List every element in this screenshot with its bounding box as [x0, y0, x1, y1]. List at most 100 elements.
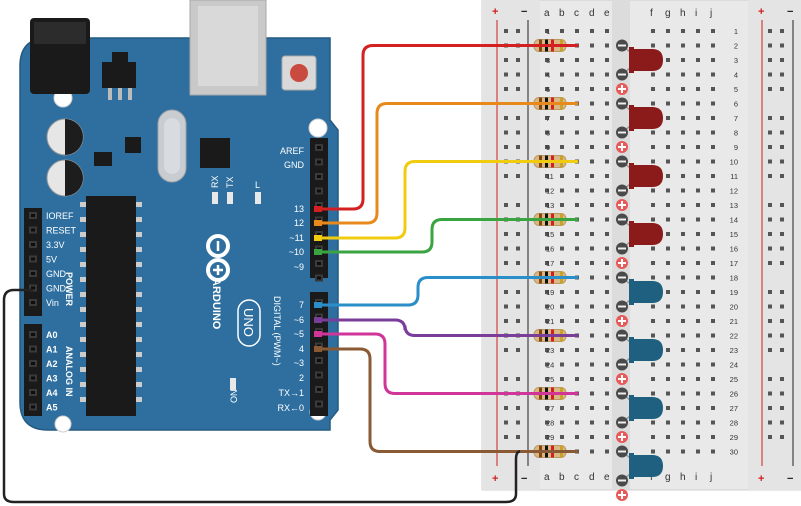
row-number: 20: [730, 303, 738, 312]
rail-minus-right: −: [787, 6, 793, 18]
analog-pin-label: A0: [46, 330, 58, 340]
row-number: 19: [546, 288, 554, 297]
digital-pin-label: ~10: [289, 247, 304, 257]
anode-marker: [616, 141, 628, 153]
jumper-wire: [317, 218, 579, 254]
jumper-wire: [317, 102, 579, 225]
column-label: a: [544, 8, 550, 19]
svg-text:−: −: [521, 473, 527, 485]
column-label: h: [680, 8, 686, 19]
cathode-marker: [616, 329, 628, 342]
arduino-board: RX TX L ON ARDUINO UNO DIGITAL (PWM~) PO…: [19, 0, 339, 433]
power-pin-label: 3.3V: [46, 240, 65, 250]
row-number: 1: [734, 27, 738, 36]
row-number: 21: [730, 317, 738, 326]
svg-text:−: −: [787, 473, 793, 485]
power-pin-label: GND: [46, 269, 67, 279]
red-led: [621, 102, 663, 134]
analog-pin-label: A5: [46, 403, 58, 413]
column-label: g: [665, 472, 671, 483]
row-number: 25: [546, 375, 554, 384]
row-number: 28: [730, 419, 738, 428]
jumper-wires: [2, 44, 579, 504]
row-number: 4: [734, 71, 738, 80]
digital-pin-label: ~6: [294, 315, 304, 325]
cathode-marker: [616, 97, 628, 110]
svg-text:+: +: [758, 473, 764, 485]
power-header-title: POWER: [64, 272, 74, 307]
digital-pin-label: ~9: [294, 262, 304, 272]
column-label: f: [650, 8, 653, 19]
jumper-wire: [317, 332, 579, 395]
row-number: 7: [734, 114, 738, 123]
analog-pin-label: A4: [46, 388, 58, 398]
jumper-wire: [317, 347, 579, 453]
row-number: 16: [730, 245, 738, 254]
row-number: 3: [546, 56, 550, 65]
row-number: 23: [546, 346, 554, 355]
row-number: 16: [546, 245, 554, 254]
anode-marker: [616, 373, 628, 385]
digital-pin-label: 12: [294, 218, 304, 228]
atmega-chip: [80, 196, 142, 416]
row-number: 15: [546, 230, 554, 239]
row-number: 3: [734, 56, 738, 65]
row-number: 12: [546, 187, 554, 196]
row-number: 29: [730, 433, 738, 442]
anode-marker: [616, 431, 628, 443]
digital-pin-label: GND: [284, 160, 305, 170]
row-number: 20: [546, 303, 554, 312]
jumper-wire: [317, 276, 579, 307]
column-label: d: [589, 8, 595, 19]
cathode-marker: [616, 300, 628, 313]
cathode-marker: [616, 271, 628, 284]
led-l-label: L: [255, 180, 260, 190]
anode-marker: [616, 489, 628, 501]
row-number: 18: [730, 274, 738, 283]
row-number: 13: [546, 201, 554, 210]
row-number: 27: [546, 404, 554, 413]
jumper-wire: [317, 44, 579, 211]
cathode-marker: [616, 387, 628, 400]
power-pin-label: GND: [46, 284, 67, 294]
jumper-wire: [317, 318, 579, 337]
row-number: 27: [730, 404, 738, 413]
digital-pin-label: RX←0: [277, 403, 304, 413]
cathode-marker: [616, 416, 628, 429]
row-number: 9: [546, 143, 550, 152]
cathode-marker: [616, 155, 628, 168]
power-pin-label: RESET: [46, 226, 77, 236]
anode-marker: [616, 315, 628, 327]
column-label: h: [680, 472, 686, 483]
digital-pin-label: 7: [299, 300, 304, 310]
digital-pin-label: ~3: [294, 358, 304, 368]
jumper-wire: [317, 160, 579, 240]
row-number: 22: [730, 332, 738, 341]
cathode-marker: [616, 213, 628, 226]
row-number: 5: [734, 85, 738, 94]
digital-pin-label: 13: [294, 204, 304, 214]
row-number: 15: [730, 230, 738, 239]
rail-plus-left: +: [492, 6, 498, 18]
cathode-marker: [616, 39, 628, 52]
cathode-marker: [616, 445, 628, 458]
digital-pin-label: TX→1: [278, 388, 304, 398]
column-label: j: [709, 8, 712, 19]
svg-text:+: +: [492, 473, 498, 485]
row-number: 30: [730, 448, 738, 457]
row-number: 29: [546, 433, 554, 442]
row-number: 26: [730, 390, 738, 399]
tx-label: TX: [225, 176, 235, 188]
svg-text:UNO: UNO: [241, 308, 256, 337]
row-number: 21: [546, 317, 554, 326]
column-label: e: [604, 472, 610, 483]
row-number: 1: [546, 27, 550, 36]
row-number: 10: [730, 158, 738, 167]
column-label: i: [695, 472, 697, 483]
anode-marker: [616, 257, 628, 269]
analog-pin-label: A1: [46, 345, 58, 355]
cathode-marker: [616, 358, 628, 371]
row-number: 5: [546, 85, 550, 94]
row-number: 8: [546, 129, 550, 138]
